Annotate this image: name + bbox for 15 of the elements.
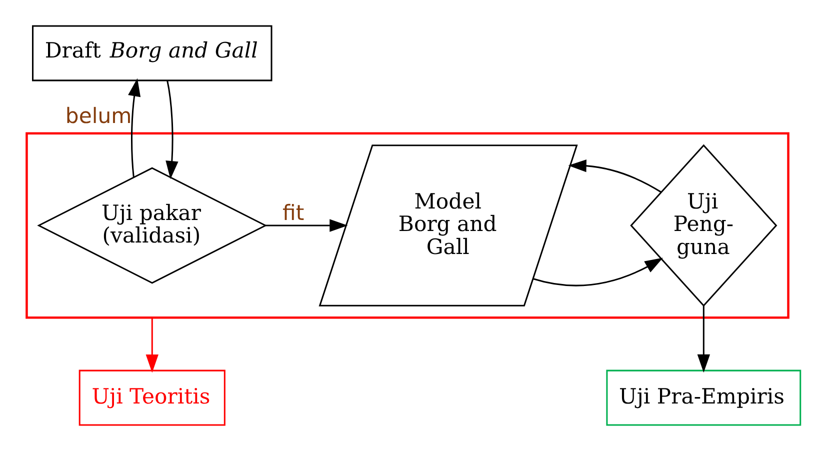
node-box: Uji Pra-Empiris (606, 370, 802, 426)
node-box: Uji Teoritis (78, 370, 226, 426)
cluster (26, 132, 790, 319)
arrow (166, 80, 178, 180)
node-box: Draft Borg and Gall (32, 25, 272, 82)
node-diamond: Uji pakar (validasi) (37, 167, 268, 284)
arrow (532, 258, 663, 286)
arrow (697, 306, 710, 373)
node-diamond: Uji Peng- guna (630, 144, 778, 307)
arrow (128, 78, 141, 177)
arrow (146, 318, 158, 373)
arrow (266, 219, 348, 232)
edge-label: fit (282, 200, 304, 225)
arrow (568, 159, 662, 193)
edge-label: belum (65, 102, 132, 128)
